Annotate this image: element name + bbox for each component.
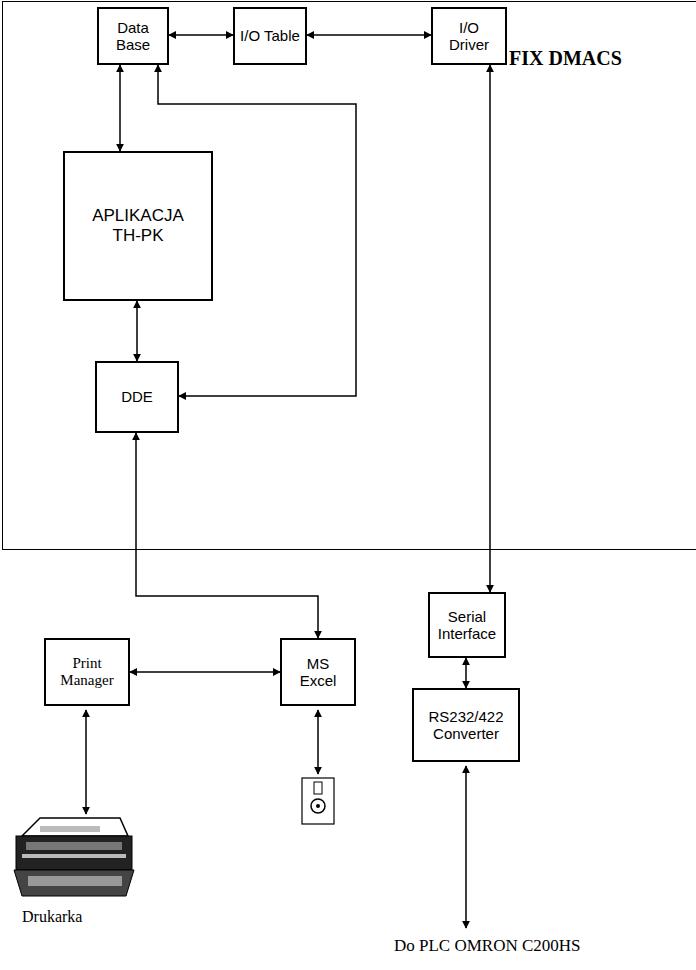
connector-arrow — [465, 658, 467, 688]
process-box: RS232/422 Converter — [412, 688, 520, 762]
printer-icon — [14, 818, 134, 896]
process-box: I/O Table — [233, 7, 307, 65]
box-label: Print Manager — [52, 655, 122, 690]
process-box: MS Excel — [280, 638, 356, 706]
connector-arrow — [119, 65, 121, 151]
plc-link — [465, 766, 467, 928]
box-label: Serial Interface — [434, 608, 500, 643]
plc-label: Do PLC OMRON C200HS — [394, 936, 581, 956]
process-box: I/O Driver — [431, 7, 507, 65]
process-box: DDE — [95, 361, 179, 433]
process-box: Serial Interface — [428, 592, 506, 658]
printer-label: Drukarka — [22, 908, 82, 926]
connector-arrow — [307, 34, 431, 36]
connector-arrow — [169, 34, 233, 36]
box-label: RS232/422 Converter — [420, 708, 512, 743]
box-label: I/O Table — [240, 27, 300, 44]
process-box: APLIKACJA TH-PK — [63, 151, 213, 301]
system-frame: FIX DMACS Data Base I/O Table I/O DriverAPL… — [2, 1, 696, 550]
disk-link — [317, 710, 319, 774]
connector-arrow — [136, 433, 318, 638]
box-label: MS Excel — [293, 655, 343, 690]
box-label: DDE — [121, 388, 153, 405]
system-name: FIX DMACS — [509, 47, 622, 70]
printer-link — [85, 710, 87, 814]
connector-arrow — [130, 671, 280, 673]
box-label: I/O Driver — [439, 19, 499, 54]
connector-arrow — [136, 301, 138, 361]
process-box: Data Base — [97, 7, 169, 65]
disk-icon — [302, 778, 334, 824]
box-label: Data Base — [103, 19, 163, 54]
box-label: APLIKACJA TH-PK — [83, 206, 193, 245]
connector-arrow — [489, 65, 491, 592]
process-box: Print Manager — [44, 638, 130, 706]
connector-arrow — [158, 65, 356, 396]
